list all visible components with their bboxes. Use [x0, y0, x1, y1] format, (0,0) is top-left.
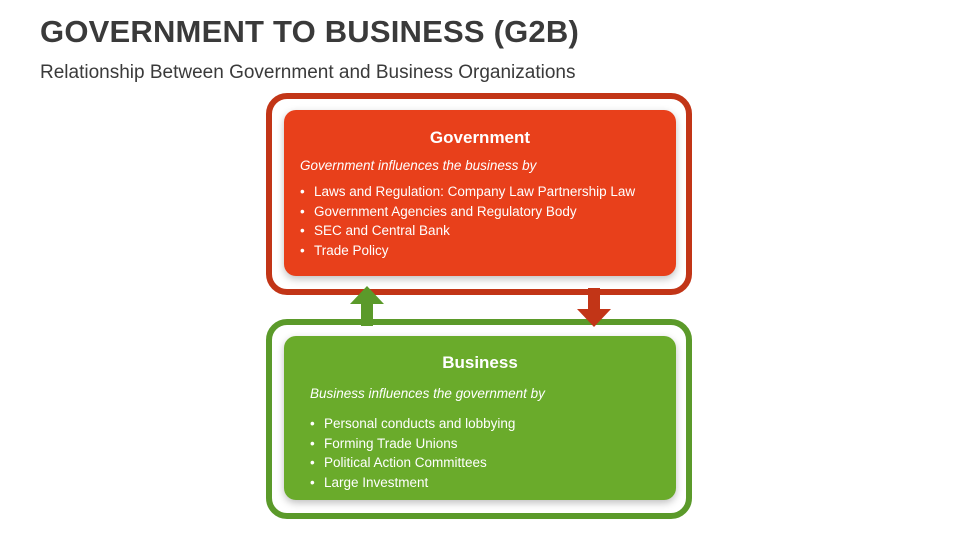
government-list: • Laws and Regulation: Company Law Partne… — [300, 182, 676, 260]
list-item-text: Large Investment — [324, 474, 429, 490]
list-item: • Forming Trade Unions — [310, 434, 676, 454]
list-item-text: Laws and Regulation: Company Law Partner… — [314, 184, 636, 199]
government-card: Government Government influences the bus… — [284, 110, 676, 276]
business-frame — [266, 319, 692, 519]
list-item-text: Trade Policy — [314, 242, 389, 258]
government-intro: Government influences the business by — [300, 158, 537, 173]
list-item: • Political Action Committees — [310, 453, 676, 473]
list-item-text: Personal conducts and lobbying — [324, 416, 516, 431]
list-item-text: Forming Trade Unions — [324, 435, 458, 451]
list-item-text: Government Agencies and Regulatory Body — [314, 203, 577, 219]
business-title: Business — [442, 353, 518, 372]
government-frame — [266, 93, 692, 295]
page-subtitle: Relationship Between Government and Busi… — [40, 62, 576, 83]
list-item-text: Political Action Committees — [324, 455, 487, 470]
bullet: • — [310, 455, 315, 470]
down-arrow-icon — [577, 288, 611, 327]
bullet: • — [300, 242, 305, 258]
bullet: • — [310, 416, 315, 431]
bullet: • — [300, 184, 305, 199]
page-title: GOVERNMENT TO BUSINESS (G2B) — [40, 14, 579, 49]
business-list: • Personal conducts and lobbying • Forming… — [310, 414, 676, 492]
bullet: • — [310, 474, 315, 490]
up-arrow-icon — [350, 286, 384, 326]
list-item: • Laws and Regulation: Company Law Partne… — [300, 182, 676, 202]
bullet: • — [300, 223, 305, 238]
business-intro: Business influences the government by — [310, 386, 545, 401]
list-item: • Personal conducts and lobbying — [310, 414, 676, 434]
list-item: • Large Investment — [310, 473, 676, 493]
bullet: • — [310, 435, 315, 451]
list-item: • Government Agencies and Regulatory Body — [300, 202, 676, 222]
list-item-text: SEC and Central Bank — [314, 223, 450, 238]
list-item: • SEC and Central Bank — [300, 221, 676, 241]
government-title: Government — [429, 128, 531, 147]
business-card: Business Business influences the governm… — [284, 336, 676, 500]
list-item: • Trade Policy — [300, 241, 676, 261]
bullet: • — [300, 203, 305, 219]
